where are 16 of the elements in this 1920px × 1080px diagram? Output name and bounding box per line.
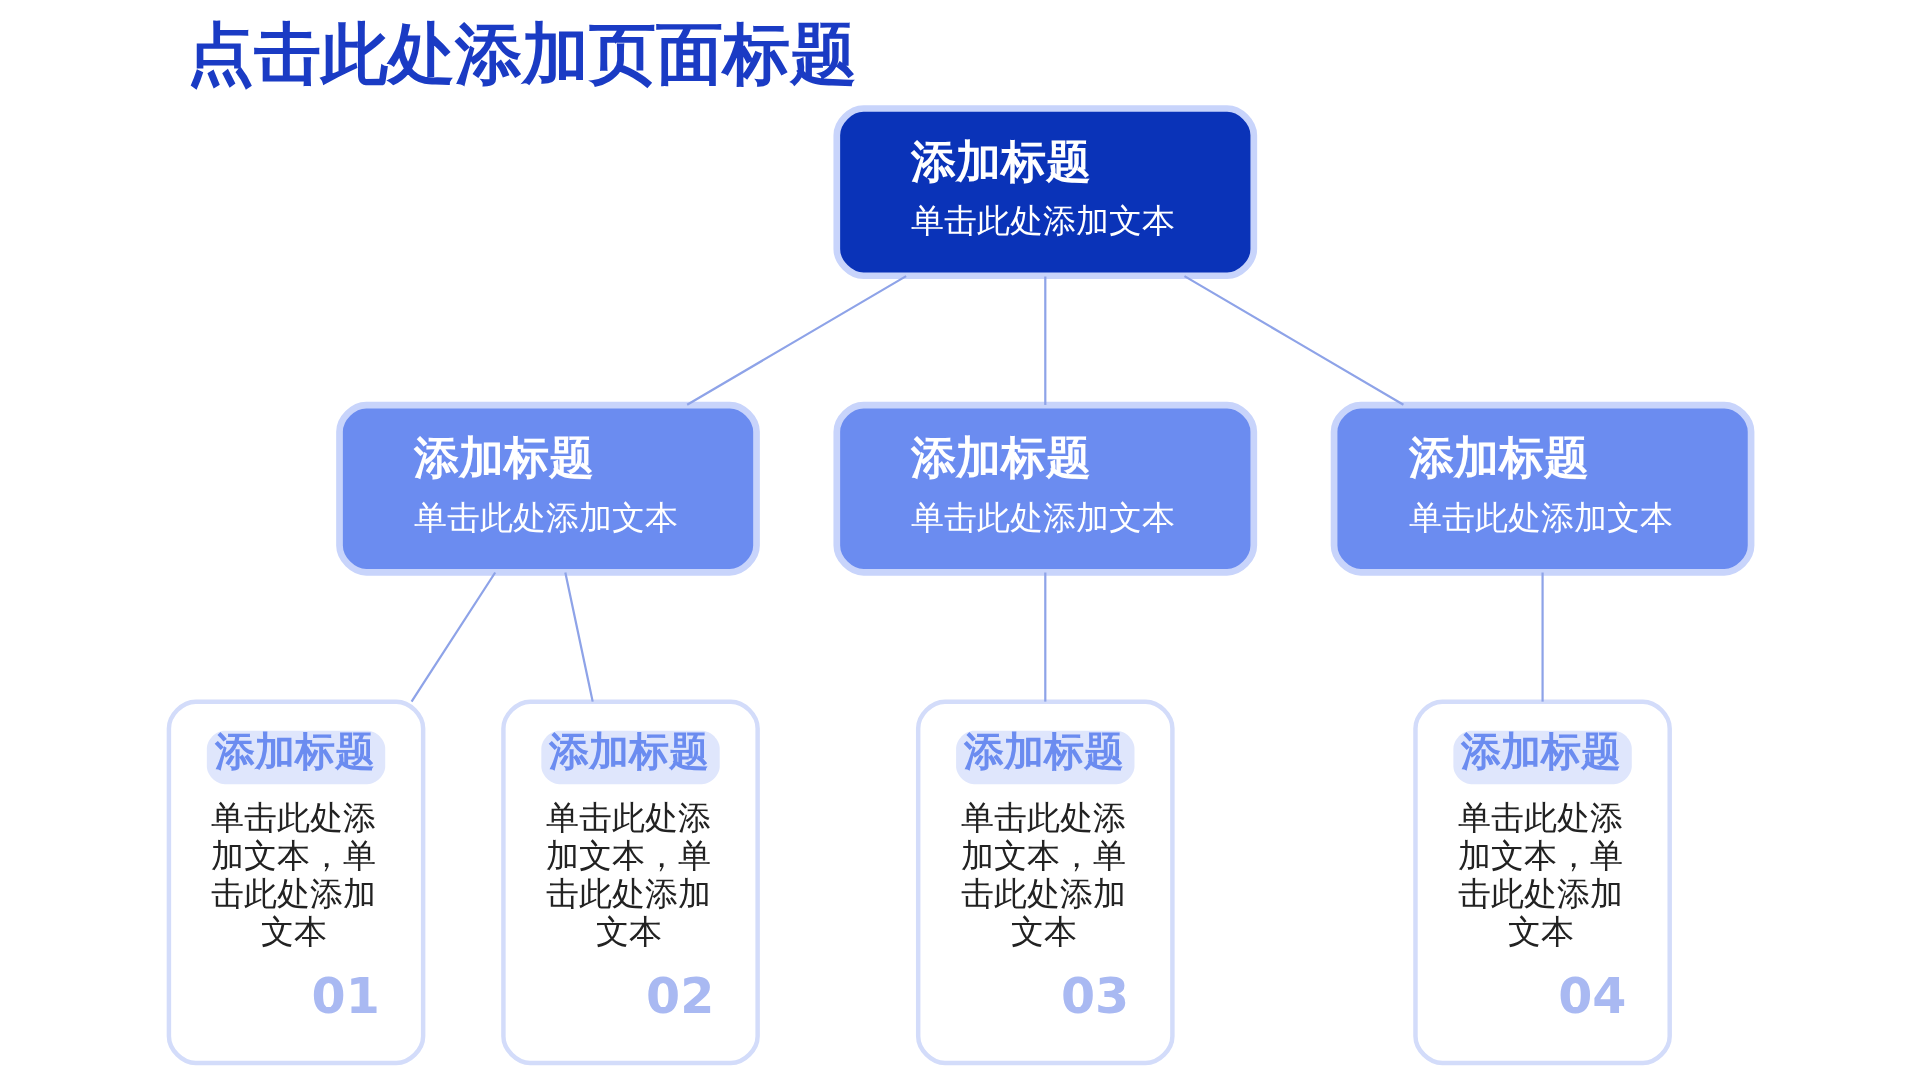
node-box: 添加标题 单击此处添加文本，单击此处添加文本 03 <box>915 699 1175 1066</box>
diagram-title: 点击此处添加页面标题 <box>186 15 857 94</box>
connector <box>686 275 907 406</box>
connector <box>564 572 594 702</box>
connector <box>1541 572 1544 702</box>
node-box: 添加标题 单击此处添加文本 <box>336 401 760 576</box>
connector <box>1044 276 1047 405</box>
node-box: 添加标题 单击此处添加文本，单击此处添加文本 01 <box>166 699 426 1066</box>
node-box: 添加标题 单击此处添加文本，单击此处添加文本 04 <box>1413 699 1672 1066</box>
connector <box>410 571 497 703</box>
node-box: 添加标题 单击此处添加文本 <box>833 105 1258 280</box>
node-box: 添加标题 单击此处添加文本 <box>833 401 1258 576</box>
connector <box>1044 572 1047 702</box>
connector <box>1183 275 1404 406</box>
node-box: 添加标题 单击此处添加文本 <box>1330 401 1755 576</box>
node-box: 添加标题 单击此处添加文本，单击此处添加文本 02 <box>501 699 760 1066</box>
